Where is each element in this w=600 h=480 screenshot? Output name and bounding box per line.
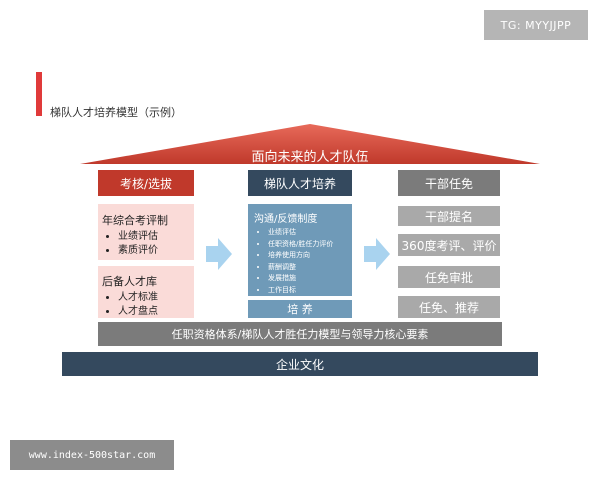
- list-item: 薪酬调整: [268, 262, 352, 274]
- nomination-box: 干部提名: [398, 206, 500, 226]
- list-item: 业绩评估: [268, 227, 352, 239]
- reserve-talent-box: 后备人才库 人才标准 人才盘点: [98, 266, 194, 318]
- reserve-talent-title: 后备人才库: [102, 275, 157, 288]
- corporate-culture-bar: 企业文化: [62, 352, 538, 376]
- feedback-system-box: 沟通/反馈制度 业绩评估 任职资格/胜任力评价 培养使用方向 薪酬调整 发展措施…: [248, 204, 352, 296]
- approval-box: 任免审批: [398, 266, 500, 288]
- list-item: 业绩评估: [118, 230, 194, 244]
- column-header-talent-development: 梯队人才培养: [248, 170, 352, 196]
- cultivation-label: 培 养: [248, 300, 352, 318]
- annual-evaluation-list: 业绩评估 素质评价: [102, 230, 194, 258]
- annual-evaluation-title: 年综合考评制: [102, 214, 168, 227]
- watermark-bottom: www.index-500star.com: [10, 440, 174, 470]
- qualification-system-bar: 任职资格体系/梯队人才胜任力模型与领导力核心要素: [98, 322, 502, 346]
- list-item: 任职资格/胜任力评价: [268, 239, 352, 251]
- list-item: 工作目标: [268, 285, 352, 297]
- list-item: 人才盘点: [118, 305, 194, 319]
- list-item: 发展措施: [268, 273, 352, 285]
- right-arrow-icon: [206, 238, 232, 270]
- column-header-appointment: 干部任免: [398, 170, 500, 196]
- feedback-system-list: 业绩评估 任职资格/胜任力评价 培养使用方向 薪酬调整 发展措施 工作目标: [254, 227, 352, 296]
- list-item: 素质评价: [118, 244, 194, 258]
- evaluation-360-box: 360度考评、评价: [398, 234, 500, 256]
- annual-evaluation-box: 年综合考评制 业绩评估 素质评价: [98, 204, 194, 260]
- roof-shape: [80, 124, 540, 164]
- feedback-system-title: 沟通/反馈制度: [254, 214, 318, 225]
- title-accent-bar: [36, 72, 42, 116]
- reserve-talent-list: 人才标准 人才盘点: [102, 291, 194, 319]
- roof-label: 面向未来的人才队伍: [251, 149, 369, 165]
- list-item: 人才标准: [118, 291, 194, 305]
- slide-title: 梯队人才培养模型（示例）: [50, 106, 182, 119]
- column-header-assessment: 考核/选拔: [98, 170, 194, 196]
- watermark-top: TG: MYYJJPP: [484, 10, 588, 40]
- appointment-recommendation-box: 任免、推荐: [398, 296, 500, 318]
- list-item: 培养使用方向: [268, 250, 352, 262]
- right-arrow-icon: [364, 238, 390, 270]
